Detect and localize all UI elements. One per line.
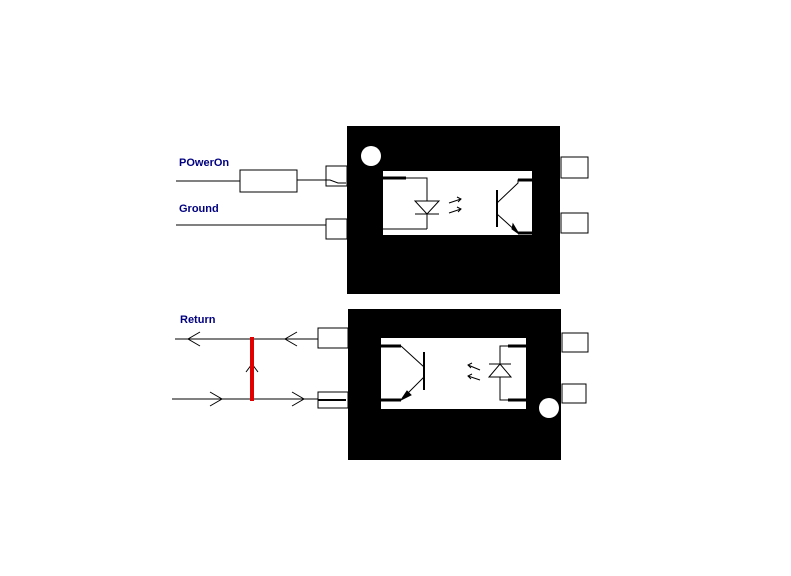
top-input-wires (176, 169, 346, 226)
bottom-optocoupler (172, 309, 589, 460)
top-optocoupler (176, 126, 589, 294)
top-pin-2 (325, 218, 348, 240)
bottom-pin-1 (317, 327, 349, 349)
top-led-symbol (383, 176, 441, 230)
bottom-light-arrows (467, 362, 481, 381)
top-pin-4 (560, 212, 589, 234)
bottom-pin-marker (539, 398, 559, 418)
bottom-return-wires (172, 331, 346, 407)
return-label: Return (180, 314, 216, 326)
power-on-label: POwerOn (179, 157, 230, 169)
bottom-pin-3 (561, 332, 589, 353)
bottom-phototransistor-symbol (381, 344, 425, 402)
top-phototransistor-symbol (496, 178, 532, 235)
top-package-window (383, 171, 532, 235)
bottom-pin-4 (561, 383, 587, 404)
top-light-arrows (448, 196, 462, 214)
top-pin-3 (560, 156, 589, 179)
top-pin1-marker (361, 146, 381, 166)
bottom-led-symbol (487, 344, 526, 402)
ground-label: Ground (179, 203, 219, 215)
resistor (239, 169, 298, 193)
